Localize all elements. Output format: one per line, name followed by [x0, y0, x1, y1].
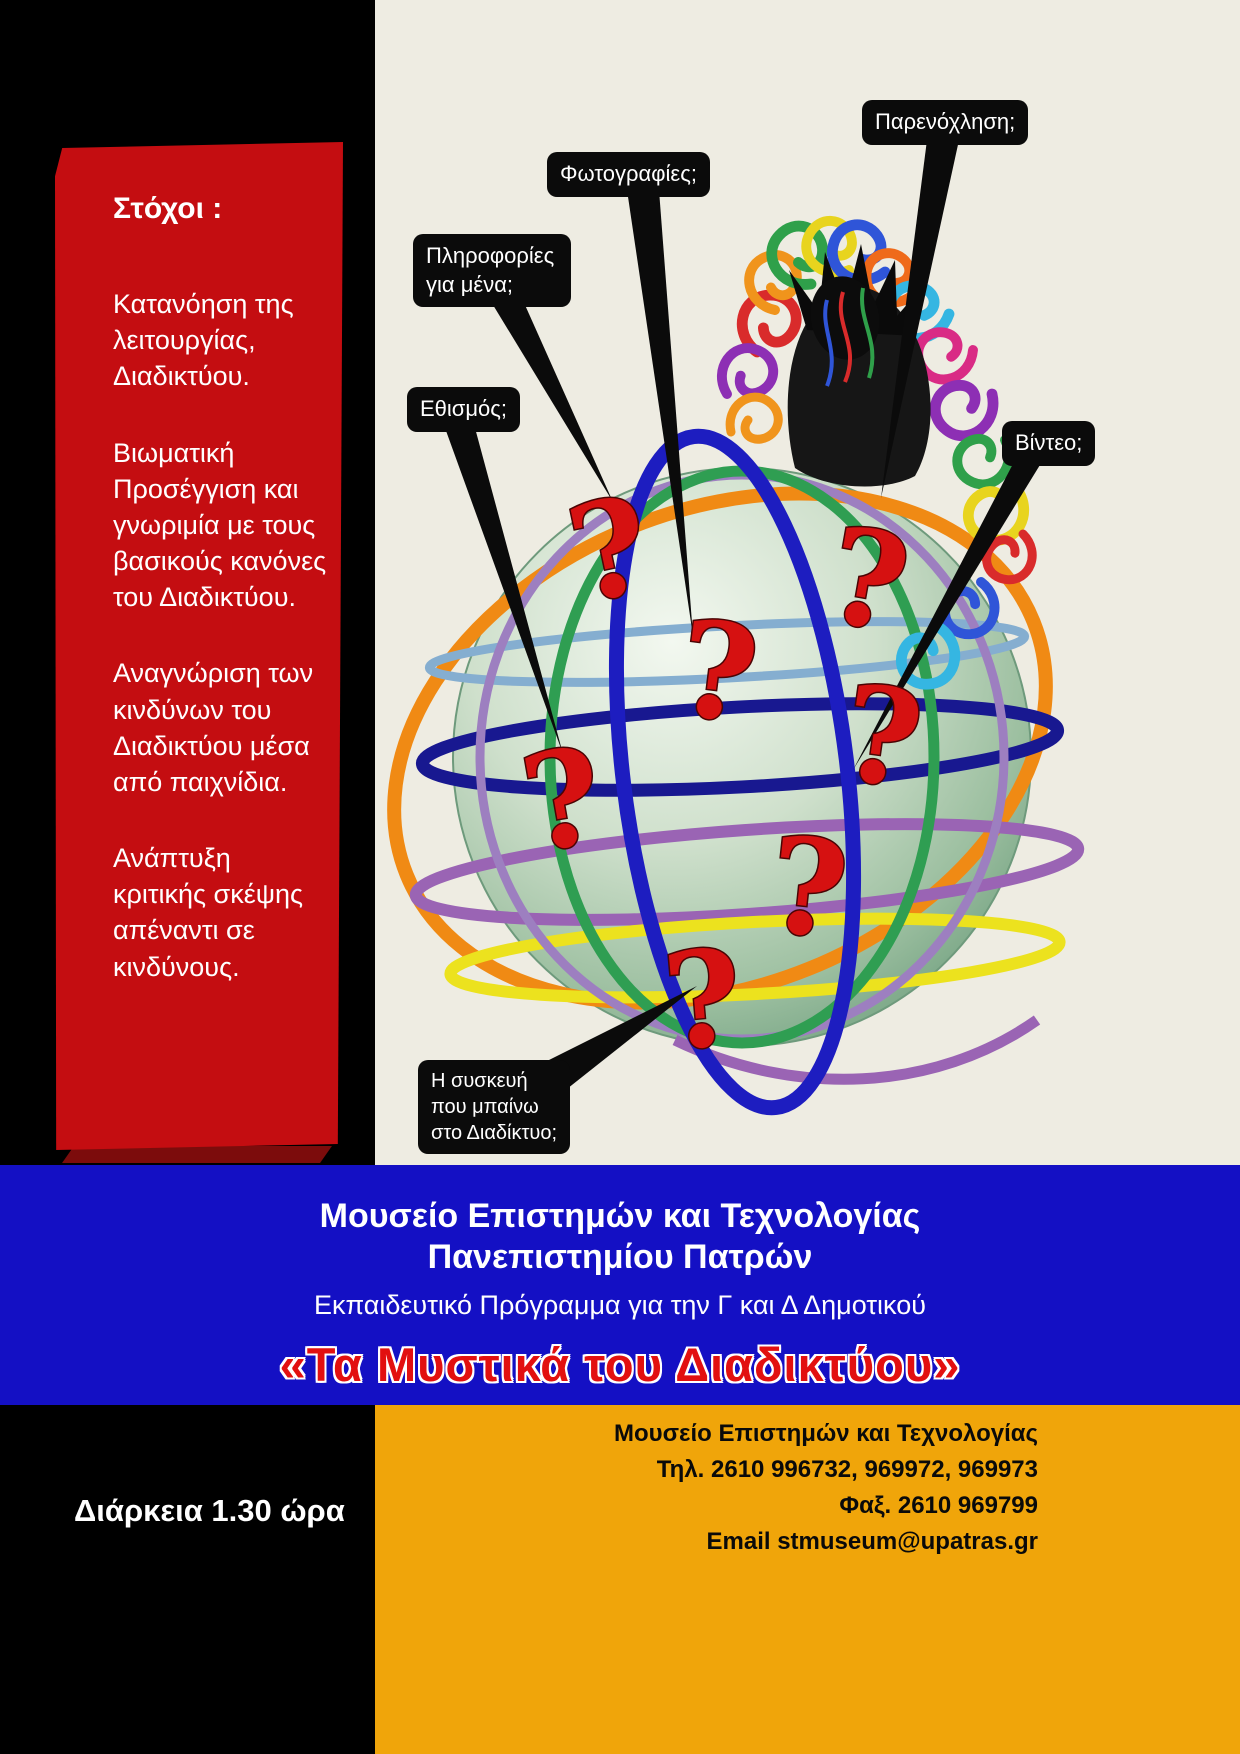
goal-item: Βιωματική Προσέγγιση και γνωριμία με του…	[113, 437, 327, 613]
museum-name-line1: Μουσείο Επιστημών και Τεχνολογίας	[319, 1197, 921, 1235]
yellow-ring	[444, 912, 1066, 1004]
green-meridian	[544, 465, 940, 1049]
illustration-area: ? ? ? ? ? ? ? Παρενόχληση; Φωτογραφίες; …	[375, 0, 1240, 1165]
question-marks: ? ? ? ? ? ? ?	[510, 465, 932, 1082]
callout-tail	[881, 140, 959, 498]
duration-panel: Διάρκεια 1.30 ώρα	[0, 1405, 375, 1754]
goals-content: Στόχοι : Κατανόηση της λειτουργίας, Διαδ…	[55, 142, 343, 985]
duration-text: Διάρκεια 1.30 ώρα	[74, 1493, 345, 1528]
callout-harassment: Παρενόχληση;	[862, 100, 1029, 145]
footer: Διάρκεια 1.30 ώρα Μουσείο Επιστημών και …	[0, 1405, 1240, 1754]
contact-line: Email stmuseum@upatras.gr	[706, 1528, 1039, 1555]
goals-ribbon: Στόχοι : Κατανόηση της λειτουργίας, Διαδ…	[55, 142, 343, 1150]
globe-illustration: ? ? ? ? ? ? ?	[387, 140, 1085, 1116]
contact-line: Τηλ. 2610 996732, 969972, 969973	[656, 1456, 1038, 1483]
internet-monster	[714, 217, 1042, 696]
callout-tail	[627, 190, 693, 636]
callout-video: Βίντεο;	[1002, 421, 1096, 466]
question-mark: ?	[761, 807, 854, 969]
goal-item: Ανάπτυξη κριτικής σκέψης απέναντι σε κιν…	[113, 843, 304, 982]
goal-item: Κατανόηση της λειτουργίας, Διαδικτύου.	[113, 289, 294, 392]
lightblue-ring	[424, 617, 1030, 687]
question-mark: ?	[670, 591, 766, 754]
program-title: «Τα Μυστικά του Διαδικτύου»	[279, 1338, 961, 1391]
contact-panel: Μουσείο Επιστημών και Τεχνολογίας Τηλ. 2…	[375, 1405, 1240, 1754]
navy-ring	[415, 697, 1065, 797]
purple-ring	[409, 818, 1085, 926]
callout-addiction: Εθισμός;	[407, 387, 521, 432]
callout-info-about-me: Πληροφορίες για μένα;	[413, 234, 571, 308]
goal-item: Αναγνώριση των κινδύνων του Διαδικτύου μ…	[113, 658, 314, 797]
callout-tails	[445, 140, 1043, 1100]
contact-block: Μουσείο Επιστημών και Τεχνολογίας Τηλ. 2…	[375, 1405, 1240, 1560]
program-description: Εκπαιδευτικό Πρόγραμμα για την Γ και Δ Δ…	[314, 1290, 926, 1320]
callout-tail	[853, 460, 1043, 770]
question-mark: ?	[658, 920, 749, 1081]
museum-name-line2: Πανεπιστημίου Πατρών	[427, 1238, 813, 1276]
globe-rings	[387, 428, 1085, 1116]
contact-line: Μουσείο Επιστημών και Τεχνολογίας	[614, 1420, 1038, 1447]
contact-line: Φαξ. 2610 969799	[839, 1492, 1038, 1519]
goals-title: Στόχοι :	[113, 192, 223, 225]
callout-tail	[490, 300, 613, 502]
monster-hair-strands	[823, 287, 875, 387]
blue-meridian	[608, 428, 862, 1116]
callout-device: Η συσκευή που μπαίνω στο Διαδίκτυο;	[418, 1060, 570, 1154]
callout-tail	[445, 428, 563, 754]
callout-photos: Φωτογραφίες;	[547, 152, 710, 197]
info-banner: Μουσείο Επιστημών και Τεχνολογίας Πανεπι…	[0, 1165, 1240, 1405]
purple-swoosh	[672, 1015, 1041, 1085]
